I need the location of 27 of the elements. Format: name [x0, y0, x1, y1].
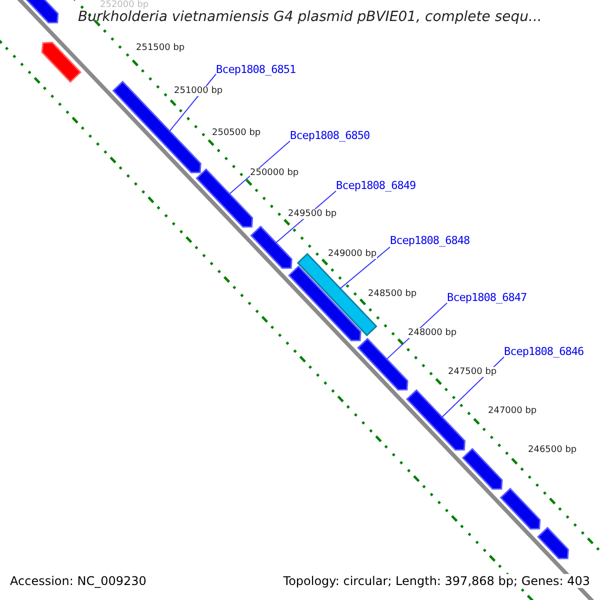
title: Burkholderia vietnamiensis G4 plasmid pBVIE01, complete sequ...: [78, 9, 542, 25]
gene-label: Bcep1808_6847: [447, 292, 527, 304]
gene-label: Bcep1808_6850: [290, 130, 370, 142]
gene-label: Bcep1808_6851: [216, 64, 296, 76]
tick-label: 246500 bp: [528, 445, 577, 455]
accession-text: Accession: NC_009230: [10, 574, 146, 588]
tick-label: 252000 bp: [100, 0, 149, 10]
gene-feature: [288, 265, 362, 342]
gene-feature: [537, 526, 569, 560]
gene-feature: [406, 389, 466, 451]
gene-feature: [357, 338, 408, 391]
gene-label: Bcep1808_6848: [390, 235, 470, 247]
summary-text: Topology: circular; Length: 397,868 bp; Genes: 403: [283, 574, 590, 588]
gene-label: Bcep1808_6849: [336, 180, 416, 192]
tick-label: 249000 bp: [328, 249, 377, 259]
tick-label: 251500 bp: [136, 43, 185, 53]
tick-label: 248500 bp: [368, 289, 417, 299]
tick-label: 247000 bp: [488, 406, 537, 416]
gene-feature: [250, 226, 292, 269]
leader-line: [442, 356, 504, 418]
gene-label: Bcep1808_6846: [504, 346, 584, 358]
gene-feature: [462, 448, 503, 490]
leader-line: [229, 140, 290, 194]
tick-label: 250000 bp: [250, 168, 299, 178]
gene-feature: [41, 42, 82, 83]
tick-label: 251000 bp: [174, 86, 223, 96]
gene-feature: [500, 488, 541, 530]
